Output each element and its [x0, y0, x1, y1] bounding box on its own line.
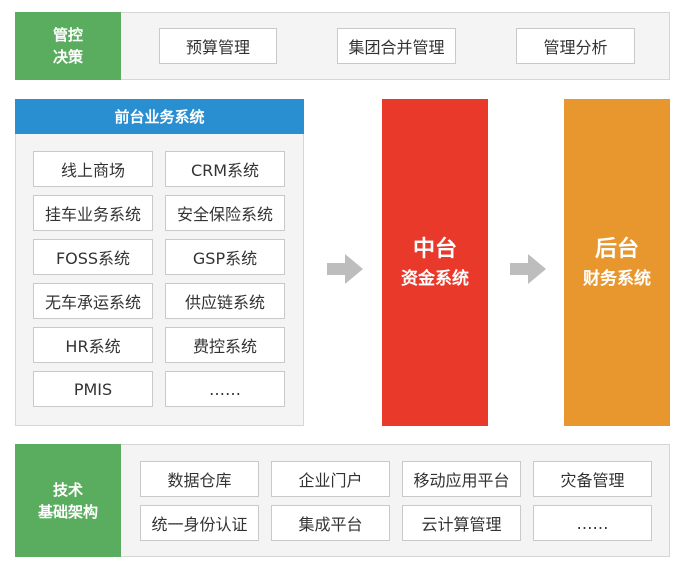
front-item: 安全保险系统 — [165, 195, 285, 231]
bottom-section-label: 技术 基础架构 — [15, 444, 121, 557]
bottom-label-line1: 技术 — [52, 480, 83, 499]
bottom-item: 移动应用平台 — [402, 461, 521, 497]
front-item: 无车承运系统 — [33, 283, 153, 319]
bottom-item: 统一身份认证 — [140, 505, 259, 541]
front-item: CRM系统 — [165, 151, 285, 187]
front-item: 线上商场 — [33, 151, 153, 187]
management-analysis-box: 管理分析 — [516, 28, 635, 64]
front-title: 前台业务系统 — [15, 99, 304, 134]
bottom-item: 数据仓库 — [140, 461, 259, 497]
middle-platform: 中台 资金系统 — [382, 99, 488, 426]
top-label-line2: 决策 — [52, 48, 83, 66]
bottom-item: …… — [533, 505, 652, 541]
back-subtitle: 财务系统 — [583, 268, 651, 289]
front-item: PMIS — [33, 371, 153, 407]
middle-title: 中台 — [412, 236, 457, 262]
top-section-label: 管控 决策 — [15, 12, 121, 80]
bottom-item: 集成平台 — [271, 505, 390, 541]
back-title: 后台 — [594, 236, 639, 262]
front-item: 供应链系统 — [165, 283, 285, 319]
arrow-right-icon — [510, 254, 546, 284]
group-consolidation-box: 集团合并管理 — [337, 28, 456, 64]
front-item: FOSS系统 — [33, 239, 153, 275]
back-platform: 后台 财务系统 — [564, 99, 670, 426]
arrow-right-icon — [327, 254, 363, 284]
middle-subtitle: 资金系统 — [401, 268, 469, 289]
bottom-item: 灾备管理 — [533, 461, 652, 497]
front-item: 费控系统 — [165, 327, 285, 363]
front-item: GSP系统 — [165, 239, 285, 275]
budget-management-box: 预算管理 — [159, 28, 277, 64]
bottom-item: 企业门户 — [271, 461, 390, 497]
bottom-item: 云计算管理 — [402, 505, 521, 541]
front-item: 挂车业务系统 — [33, 195, 153, 231]
front-item: …… — [165, 371, 285, 407]
bottom-label-line2: 基础架构 — [37, 502, 98, 521]
top-label-line1: 管控 — [52, 26, 83, 44]
front-item: HR系统 — [33, 327, 153, 363]
